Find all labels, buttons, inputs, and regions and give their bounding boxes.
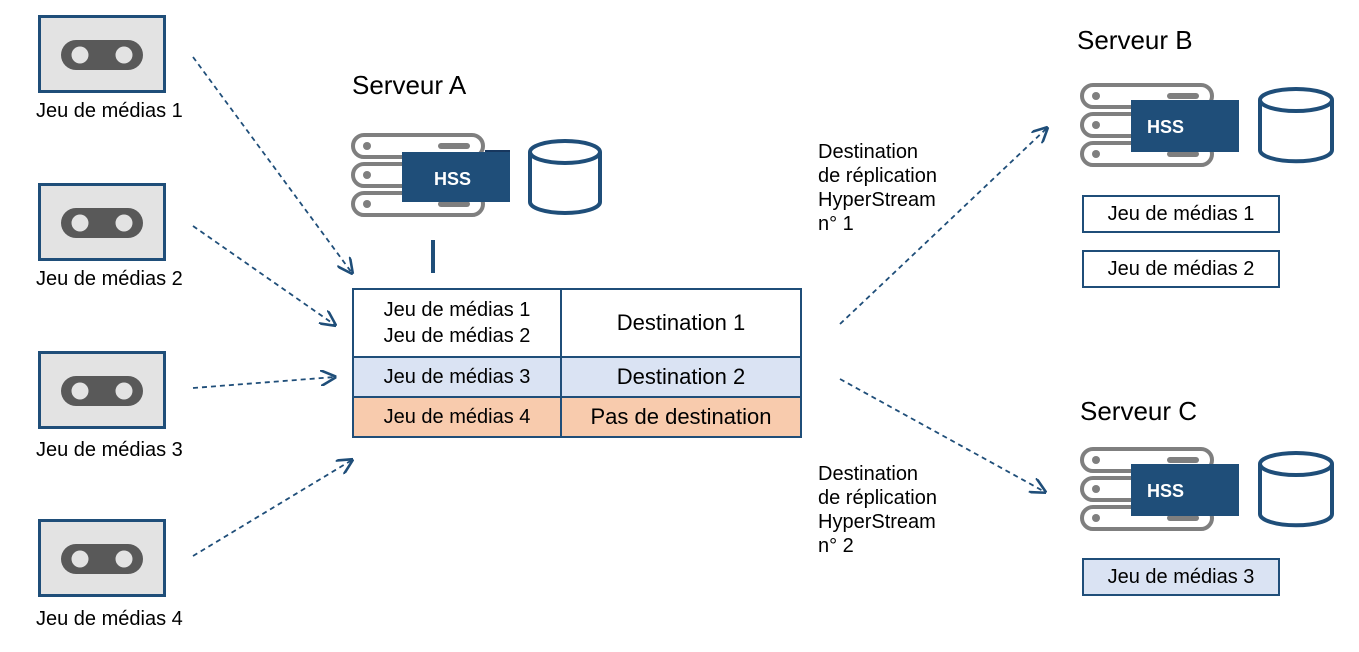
media-tape-1 [38, 15, 166, 93]
media-cell: Jeu de médias 1 Jeu de médias 2 [352, 288, 562, 358]
media-tape-2 [38, 183, 166, 261]
media-label-2: Jeu de médias 2 [36, 268, 183, 290]
media-cell-text: Jeu de médias 4 [383, 406, 531, 428]
server-b-media-2: Jeu de médias 2 [1082, 250, 1280, 288]
table-row: Jeu de médias 3 Destination 2 [352, 356, 802, 398]
media-tape-4 [38, 519, 166, 597]
hss-badge [1131, 100, 1239, 152]
hss-label: HSS [434, 169, 471, 189]
replication-label-line: HyperStream [818, 511, 936, 533]
server-b-media-1: Jeu de médias 1 [1082, 195, 1280, 233]
replication-label-line: de réplication [818, 165, 937, 187]
destination-cell: Destination 1 [560, 288, 802, 358]
media-label-3: Jeu de médias 3 [36, 439, 183, 461]
media-cell: Jeu de médias 3 [352, 356, 562, 398]
hss-label: HSS [1147, 117, 1184, 137]
replication-mapping-table: Jeu de médias 1 Jeu de médias 2 Destinat… [352, 288, 802, 438]
arrow-replication-2 [839, 378, 1045, 492]
replication-label-line: n° 2 [818, 535, 854, 557]
database-icon [1258, 451, 1334, 528]
server-c-icon: HSS [1080, 447, 1334, 531]
destination-cell: Destination 2 [560, 356, 802, 398]
media-label-1: Jeu de médias 1 [36, 100, 183, 122]
server-b-icon: HSS [1080, 83, 1334, 167]
server-c-media-1: Jeu de médias 3 [1082, 558, 1280, 596]
arrow-media-2 [192, 225, 335, 325]
replication-label-2: Destination de réplication HyperStream n… [818, 462, 937, 558]
tape-icon [61, 40, 143, 70]
table-row: Jeu de médias 4 Pas de destination [352, 396, 802, 438]
server-a-icon: HSS [351, 133, 602, 217]
hss-badge [402, 152, 510, 202]
arrow-media-4 [192, 460, 352, 557]
destination-cell-text: Destination 1 [616, 310, 746, 335]
hss-label: HSS [1147, 481, 1184, 501]
table-row: Jeu de médias 1 Jeu de médias 2 Destinat… [352, 288, 802, 358]
tape-icon [61, 208, 143, 238]
destination-cell-text: Pas de destination [590, 404, 772, 429]
arrow-replication-1 [839, 128, 1047, 325]
media-cell-text: Jeu de médias 1 [383, 299, 531, 321]
media-cell-text: Jeu de médias 3 [383, 366, 531, 388]
replication-label-1: Destination de réplication HyperStream n… [818, 140, 937, 236]
arrow-media-3 [192, 377, 335, 389]
replication-label-line: HyperStream [818, 189, 936, 211]
database-icon [1258, 87, 1334, 164]
database-icon [528, 139, 602, 215]
replication-label-line: Destination [818, 463, 919, 485]
destination-cell: Pas de destination [560, 396, 802, 438]
server-b-title: Serveur B [1077, 25, 1193, 55]
server-c-title: Serveur C [1080, 396, 1198, 426]
replication-label-line: Destination [818, 141, 919, 163]
server-a-title: Serveur A [352, 70, 467, 100]
media-label-4: Jeu de médias 4 [36, 608, 183, 630]
replication-label-line: de réplication [818, 487, 937, 509]
media-tape-3 [38, 351, 166, 429]
replication-label-line: n° 1 [818, 213, 854, 235]
tape-icon [61, 376, 143, 406]
media-cell-text: Jeu de médias 2 [383, 325, 531, 347]
destination-cell-text: Destination 2 [616, 364, 746, 389]
hss-badge [1131, 464, 1239, 516]
arrow-media-1 [192, 56, 352, 273]
tape-icon [61, 544, 143, 574]
media-cell: Jeu de médias 4 [352, 396, 562, 438]
